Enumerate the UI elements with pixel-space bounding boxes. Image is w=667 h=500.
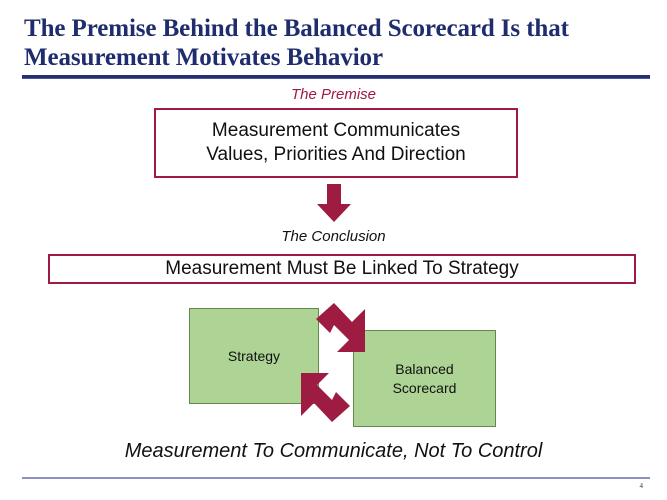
footer-divider-rule [22,477,650,479]
down-block-arrow-icon [314,184,354,224]
premise-caption: The Premise [290,86,377,103]
page-title: The Premise Behind the Balanced Scorecar… [24,15,569,71]
premise-box-text: Measurement Communicates Values, Priorit… [206,119,466,165]
title-block: The Premise Behind the Balanced Scorecar… [24,14,644,72]
strategy-box-text: Strategy [227,347,281,364]
conclusion-caption: The Conclusion [281,228,386,245]
title-divider-rule [22,75,650,79]
bottom-caption: Measurement To Communicate, Not To Contr… [124,440,543,462]
strategy-box: Strategy [189,308,319,404]
page-number: 4 [639,482,644,490]
conclusion-box-text: Measurement Must Be Linked To Strategy [165,258,519,279]
strategy-scorecard-diagram: Strategy Balanced Scorecard [0,300,667,435]
conclusion-box: Measurement Must Be Linked To Strategy [48,254,636,284]
balanced-scorecard-box: Balanced Scorecard [353,330,496,427]
premise-box: Measurement Communicates Values, Priorit… [154,108,518,178]
balanced-scorecard-box-text: Balanced Scorecard [392,361,457,396]
